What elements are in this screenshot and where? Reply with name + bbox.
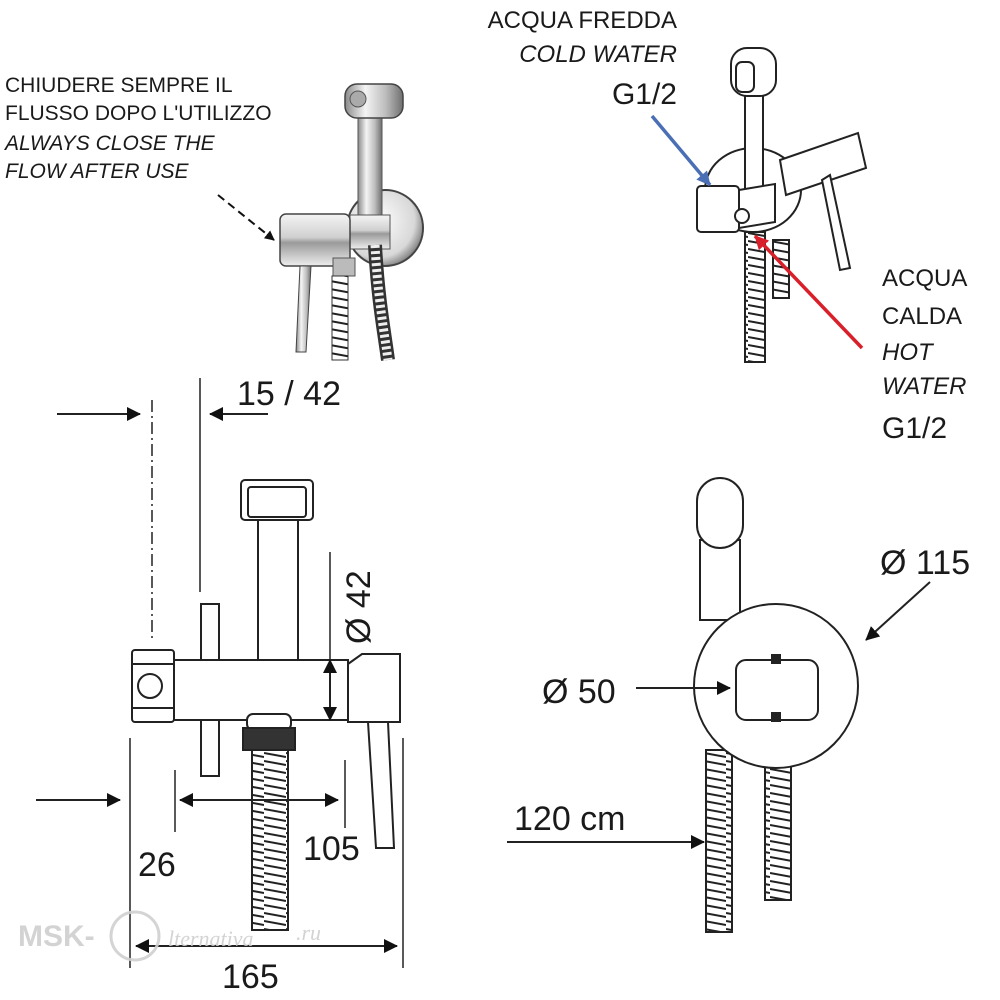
- close-note-en-line2: FLOW AFTER USE: [5, 160, 190, 183]
- hose-length-label: 120 cm: [514, 800, 626, 838]
- inlet-view: [696, 47, 868, 363]
- hot-label-en-1: HOT: [882, 339, 935, 366]
- hot-thread-label: G1/2: [882, 412, 947, 445]
- watermark: MSK- lternativa .ru: [18, 910, 321, 962]
- front-view: [693, 477, 859, 933]
- watermark-brand-right: lternativa: [168, 926, 254, 951]
- cold-label-en: COLD WATER: [519, 41, 677, 68]
- watermark-logo-icon: [109, 910, 161, 962]
- diameter-42-label: Ø 42: [340, 570, 378, 644]
- cold-label-it: ACQUA FREDDA: [488, 7, 677, 34]
- close-flow-leader: [217, 194, 275, 241]
- cold-thread-label: G1/2: [612, 78, 677, 111]
- watermark-brand-left: MSK-: [18, 920, 95, 953]
- cold-water-arrow: [650, 114, 712, 187]
- length-105-label: 105: [303, 830, 360, 868]
- total-165-label: 165: [222, 958, 279, 996]
- side-view: [131, 479, 401, 931]
- plate-diameter-label: Ø 115: [880, 544, 970, 582]
- close-note-en-line1: ALWAYS CLOSE THE: [3, 132, 216, 155]
- wall-range-label: 15 / 42: [237, 375, 341, 413]
- plate-diameter-leader: [865, 581, 931, 641]
- inner-diameter-label: Ø 50: [542, 673, 616, 711]
- close-note-it-line2: FLUSSO DOPO L'UTILIZZO: [5, 102, 272, 125]
- close-note-it-line1: CHIUDERE SEMPRE IL: [5, 74, 233, 97]
- product-photo: [279, 83, 424, 361]
- hot-label-it-2: CALDA: [882, 303, 962, 330]
- hot-water-arrow: [753, 234, 864, 350]
- offset-26-label: 26: [138, 846, 176, 884]
- hot-label-en-2: WATER: [882, 373, 966, 400]
- hot-label-it-1: ACQUA: [882, 265, 967, 292]
- watermark-tld: .ru: [296, 920, 321, 945]
